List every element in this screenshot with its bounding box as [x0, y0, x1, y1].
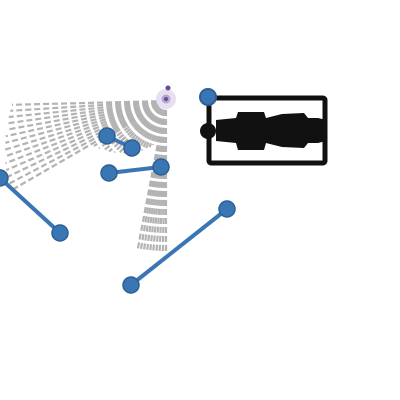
obstacle-segment — [122, 200, 236, 294]
sensor-ray — [5, 99, 167, 165]
agent-antenna — [165, 85, 171, 91]
sensor-ray — [158, 100, 168, 251]
segment-endpoint — [98, 127, 116, 145]
segment-endpoint — [51, 224, 69, 242]
segment-line — [129, 207, 229, 287]
sensor-ray — [139, 100, 168, 250]
sensor-ray — [10, 99, 167, 112]
sensor-ray — [148, 100, 168, 148]
sensor-ray — [5, 99, 167, 172]
sensor-ray — [146, 100, 168, 250]
obstacle-segment — [0, 169, 69, 242]
segment-endpoint — [100, 164, 118, 182]
robot-body — [216, 112, 326, 150]
sensor-ray — [155, 100, 168, 251]
sensor-ray — [6, 100, 167, 178]
obstacle-segments — [0, 127, 236, 294]
robot-top-sensor — [199, 88, 217, 106]
segment-endpoint — [0, 169, 9, 187]
segment-line — [0, 176, 62, 235]
sensor-ray — [7, 100, 167, 185]
sensor-ray — [152, 100, 168, 251]
eye-agent-icon — [156, 85, 176, 109]
segment-endpoint — [218, 200, 236, 218]
robot-vehicle-icon — [199, 88, 328, 166]
sensor-ray — [11, 99, 167, 106]
obstacle-segment — [100, 158, 170, 182]
segment-endpoint — [123, 139, 141, 157]
segment-endpoint — [152, 158, 170, 176]
sensor-ray — [151, 100, 168, 146]
sensor-ray — [149, 100, 168, 251]
agent-pupil — [164, 97, 168, 101]
sensor-ray — [93, 100, 167, 147]
sensor-ray — [8, 99, 167, 119]
sensor-ray — [143, 100, 168, 250]
obstacle-segment — [98, 127, 141, 157]
segment-endpoint — [122, 276, 140, 294]
sensor-ray — [136, 100, 168, 249]
sensor-ray — [161, 100, 168, 252]
sensor-rays — [4, 99, 168, 252]
robot-left-wheel — [200, 123, 216, 139]
